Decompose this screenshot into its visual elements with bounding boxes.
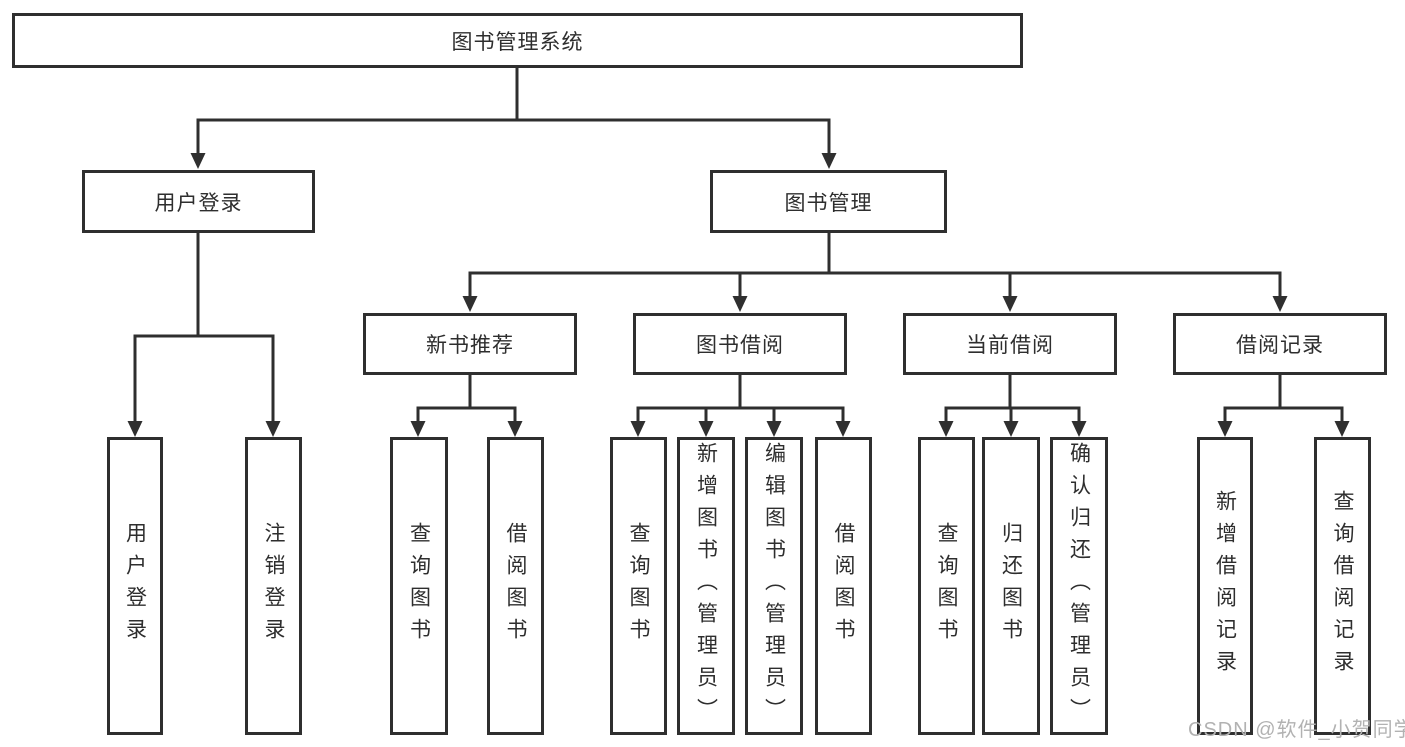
connector-borrowing-bracket	[636, 406, 845, 426]
node-user-login: 用户登录	[82, 170, 315, 233]
leaf-borrowing-borrow-books: 借阅图书	[815, 437, 872, 735]
leaf-borrowing-query-books: 查询图书	[610, 437, 667, 735]
arrowheads	[127, 153, 1350, 437]
connector-records-bracket	[1223, 406, 1344, 426]
node-root-library-system: 图书管理系统	[12, 13, 1023, 68]
leaf-user-login: 用户登录	[107, 437, 163, 735]
node-book-borrowing: 图书借阅	[633, 313, 847, 375]
leaf-current-query-books: 查询图书	[918, 437, 975, 735]
leaf-records-add-record: 新增借阅记录	[1197, 437, 1253, 735]
node-book-management: 图书管理	[710, 170, 947, 233]
connector-root-bracket	[196, 118, 831, 158]
leaf-newbook-borrow-books: 借阅图书	[487, 437, 544, 735]
leaf-logout: 注销登录	[245, 437, 302, 735]
node-new-book-recommendation: 新书推荐	[363, 313, 577, 375]
leaf-current-return-books: 归还图书	[982, 437, 1040, 735]
leaf-newbook-query-books: 查询图书	[390, 437, 448, 735]
leaf-current-confirm-return-admin: 确认归还（管理员）	[1050, 437, 1108, 735]
connector-user-login-bracket	[133, 334, 275, 426]
watermark: CSDN @软件_小贺同学	[1188, 719, 1405, 741]
leaf-borrowing-add-books-admin: 新增图书（管理员）	[677, 437, 735, 735]
node-borrowing-records: 借阅记录	[1173, 313, 1387, 375]
connector-book-mgmt-bracket	[468, 271, 1282, 301]
node-current-borrowing: 当前借阅	[903, 313, 1117, 375]
leaf-borrowing-edit-books-admin: 编辑图书（管理员）	[745, 437, 803, 735]
connector-newbook-bracket	[416, 406, 517, 426]
leaf-records-query-record: 查询借阅记录	[1314, 437, 1371, 735]
